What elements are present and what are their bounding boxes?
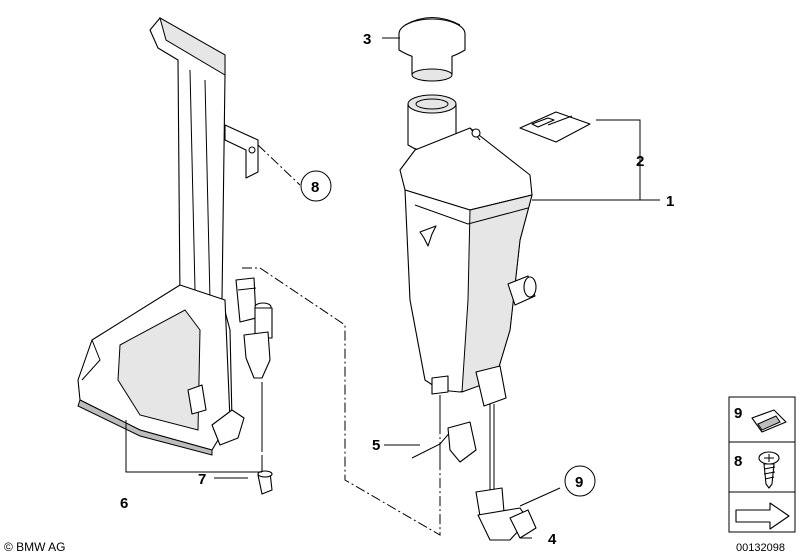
callout-2: 2 xyxy=(636,153,644,170)
fastener-legend: 9 8 xyxy=(728,396,796,533)
callout-5: 5 xyxy=(372,437,380,454)
arrow-icon xyxy=(735,502,790,530)
legend-row-9-label: 9 xyxy=(734,405,742,422)
callout-8-circle xyxy=(300,170,332,202)
callout-8: 8 xyxy=(311,179,319,196)
self-tapping-screw-icon xyxy=(758,451,780,489)
callout-4: 4 xyxy=(548,531,557,548)
screw-part-7 xyxy=(257,470,273,495)
wire-clip-part xyxy=(411,421,477,470)
callout-9: 9 xyxy=(575,474,583,491)
callout-3: 3 xyxy=(363,31,371,48)
document-id: 00132098 xyxy=(736,542,785,554)
valve-part xyxy=(235,277,273,379)
level-sensor-part xyxy=(475,404,537,541)
expansion-tank-part xyxy=(399,94,537,407)
callout-6: 6 xyxy=(120,495,128,512)
callout-7: 7 xyxy=(198,471,206,488)
copyright-text: © BMW AG xyxy=(4,540,66,554)
bracket-duct-part xyxy=(77,16,259,456)
callout-9-circle xyxy=(564,465,596,497)
label-plate-part xyxy=(519,111,591,143)
callout-1: 1 xyxy=(666,193,674,210)
cap-part xyxy=(398,17,466,82)
legend-row-8-label: 8 xyxy=(734,453,742,470)
